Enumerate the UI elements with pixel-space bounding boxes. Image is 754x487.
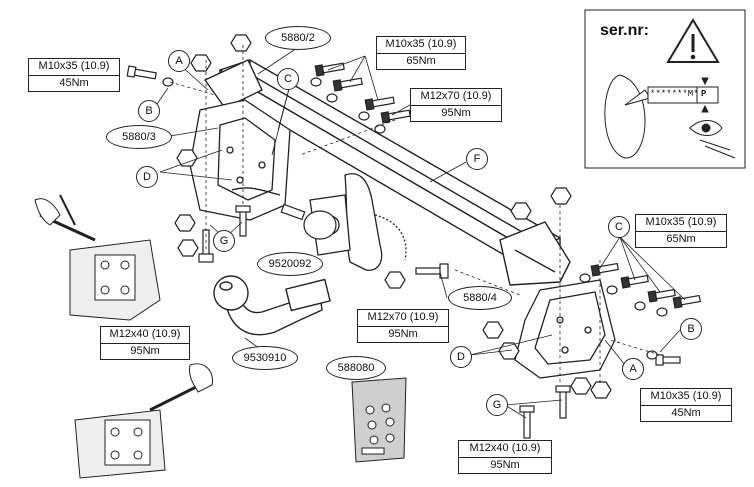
spec-torque: 65Nm bbox=[406, 55, 436, 67]
callout-b-right: B bbox=[680, 318, 702, 340]
bolt-vertical-group bbox=[174, 149, 612, 439]
part-588080: 588080 bbox=[326, 356, 386, 380]
spec-torque: 95Nm bbox=[130, 345, 160, 357]
callout-f: F bbox=[466, 148, 488, 170]
right-side-bracket bbox=[514, 279, 616, 379]
spec-bolt-right-mid: M10x35 (10.9) 65Nm bbox=[635, 214, 727, 248]
hardware-bag bbox=[351, 377, 407, 463]
spec-bolt-bottom-right: M12x40 (10.9) 95Nm bbox=[458, 440, 552, 474]
bolt-left-top bbox=[126, 34, 252, 87]
serial-code: *******M* bbox=[650, 89, 699, 99]
spec-size: M12x40 (10.9) bbox=[459, 441, 551, 458]
spec-size: M12x70 (10.9) bbox=[358, 310, 448, 327]
main-beam bbox=[204, 59, 571, 286]
callout-c-top: C bbox=[277, 68, 299, 90]
left-side-bracket bbox=[189, 99, 291, 221]
callout-b-top: B bbox=[138, 100, 160, 122]
callout-c-right: C bbox=[608, 216, 630, 238]
part-5880-4: 5880/4 bbox=[448, 286, 512, 310]
tow-ball-arm bbox=[213, 275, 331, 336]
assembly-guides bbox=[169, 45, 661, 385]
spec-bolt-top-right: M12x70 (10.9) 95Nm bbox=[410, 88, 502, 122]
part-9530910: 9530910 bbox=[232, 346, 298, 370]
spec-size: M12x70 (10.9) bbox=[411, 89, 501, 106]
spec-bolt-bottom-left: M12x40 (10.9) 95Nm bbox=[100, 326, 190, 360]
spec-torque: 95Nm bbox=[490, 459, 520, 471]
callout-g-right: G bbox=[486, 394, 508, 416]
spec-size: M10x35 (10.9) bbox=[636, 215, 726, 232]
part-5880-2: 5880/2 bbox=[265, 26, 331, 50]
callout-d-right: D bbox=[450, 346, 472, 368]
spec-torque: 45Nm bbox=[671, 407, 701, 419]
electrical-socket bbox=[280, 203, 337, 240]
part-9520092: 9520092 bbox=[257, 252, 323, 276]
callout-a-right: A bbox=[622, 358, 644, 380]
callout-a-top: A bbox=[168, 50, 190, 72]
spec-size: M10x35 (10.9) bbox=[29, 59, 119, 76]
spec-size: M12x40 (10.9) bbox=[101, 327, 189, 344]
spec-torque: 45Nm bbox=[59, 77, 89, 89]
serial-number-title: ser.nr: bbox=[600, 22, 649, 39]
callout-g-left: G bbox=[213, 230, 235, 252]
spec-torque: 95Nm bbox=[388, 328, 418, 340]
spec-size: M10x35 (10.9) bbox=[641, 389, 731, 406]
installation-vignette-top bbox=[34, 194, 161, 321]
spec-torque: 95Nm bbox=[441, 107, 471, 119]
spec-torque: 65Nm bbox=[666, 233, 696, 245]
serial-number-box bbox=[584, 9, 746, 169]
spec-bolt-mid-center: M12x70 (10.9) 95Nm bbox=[357, 309, 449, 343]
serial-p-mark: P bbox=[701, 89, 707, 99]
callout-d-left: D bbox=[136, 166, 158, 188]
installation-vignette-bottom bbox=[74, 363, 214, 479]
part-5880-3: 5880/3 bbox=[106, 125, 172, 149]
bolt-group-top bbox=[310, 62, 411, 134]
spec-bolt-top-mid: M10x35 (10.9) 65Nm bbox=[376, 36, 466, 70]
spec-size: M10x35 (10.9) bbox=[377, 37, 465, 54]
spec-bolt-right-low: M10x35 (10.9) 45Nm bbox=[640, 388, 732, 422]
spec-bolt-top-left: M10x35 (10.9) 45Nm bbox=[28, 58, 120, 92]
